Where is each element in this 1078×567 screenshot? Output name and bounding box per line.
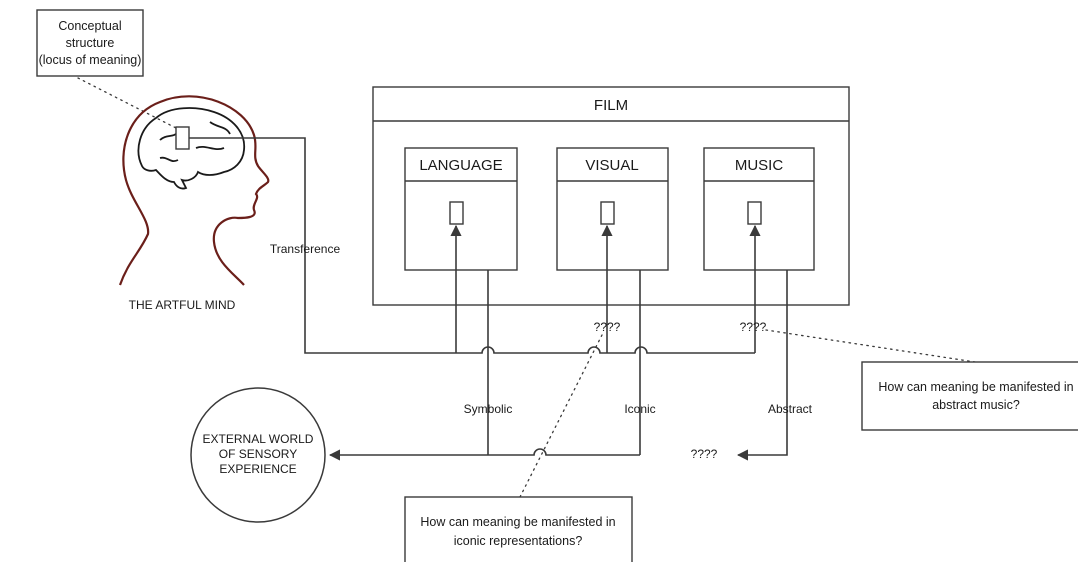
external-line-1: EXTERNAL WORLD: [203, 432, 314, 446]
external-world-connector: [330, 449, 640, 455]
abstract-label: Abstract: [768, 402, 813, 416]
external-world-node: EXTERNAL WORLD OF SENSORY EXPERIENCE: [191, 388, 325, 522]
visual-node: [601, 202, 614, 224]
iconic-label: Iconic: [624, 402, 655, 416]
iconic-question-line-2: iconic representations?: [454, 534, 583, 548]
head-silhouette: [120, 96, 268, 285]
external-line-2: OF SENSORY: [219, 447, 297, 461]
channel-visual: VISUAL: [557, 148, 668, 270]
mind-concept-node: [176, 127, 189, 149]
language-node: [450, 202, 463, 224]
concept-structure-box: Conceptual structure (locus of meaning): [37, 10, 143, 76]
music-node: [748, 202, 761, 224]
transference-label: Transference: [270, 242, 341, 256]
music-unknown: ????: [740, 320, 767, 334]
channel-music: MUSIC: [704, 148, 814, 270]
iconic-question-pointer: [520, 335, 602, 497]
iconic-question-line-1: How can meaning be manifested in: [420, 515, 615, 529]
external-line-3: EXPERIENCE: [219, 462, 296, 476]
channel-language: LANGUAGE: [405, 148, 517, 270]
music-question-pointer: [766, 330, 975, 362]
concept-line-1: Conceptual: [58, 19, 121, 33]
music-question-line-1: How can meaning be manifested in: [878, 380, 1073, 394]
brain-outline: [138, 108, 244, 188]
music-label: MUSIC: [735, 157, 784, 174]
symbolic-label: Symbolic: [464, 402, 513, 416]
music-question-line-2: abstract music?: [932, 398, 1020, 412]
film-title: FILM: [594, 97, 628, 114]
language-label: LANGUAGE: [419, 157, 502, 174]
concept-line-3: (locus of meaning): [39, 53, 142, 67]
music-question-note: How can meaning be manifested in abstrac…: [862, 362, 1078, 430]
concept-line-2: structure: [66, 36, 115, 50]
visual-label: VISUAL: [585, 157, 638, 174]
abstract-unknown: ????: [691, 447, 718, 461]
visual-unknown: ????: [594, 320, 621, 334]
artful-mind-label: THE ARTFUL MIND: [129, 298, 236, 312]
concept-pointer-dotted: [78, 78, 176, 128]
iconic-question-note: How can meaning be manifested in iconic …: [405, 497, 632, 562]
